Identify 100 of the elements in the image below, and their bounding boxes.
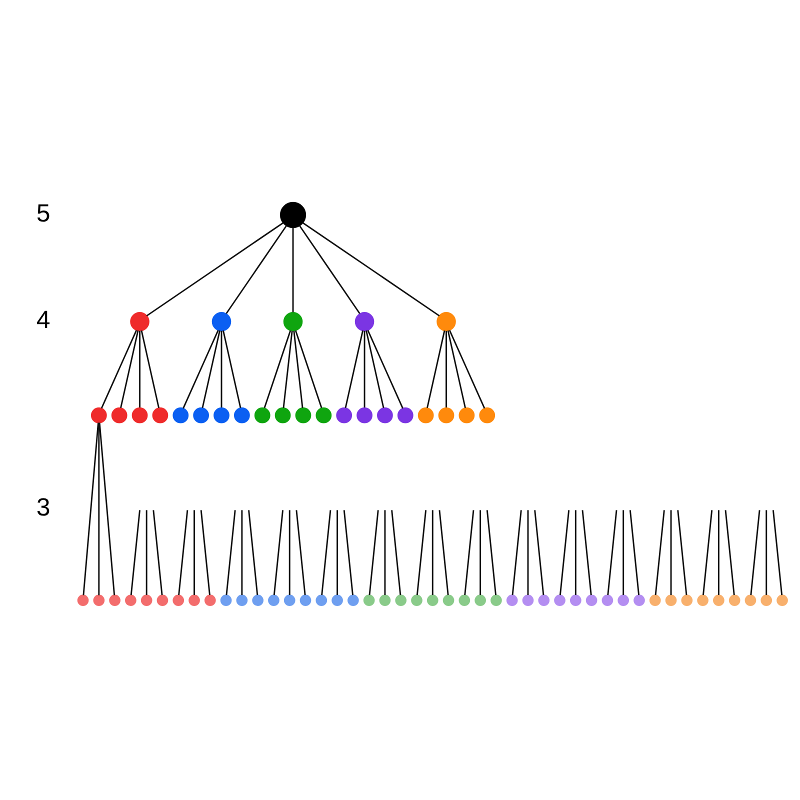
connector bbox=[432, 510, 434, 596]
connector bbox=[293, 330, 304, 408]
node-circle bbox=[77, 594, 89, 606]
node-circle bbox=[490, 594, 502, 606]
connector bbox=[146, 510, 148, 596]
connector bbox=[222, 330, 242, 408]
node-circle bbox=[336, 407, 352, 424]
connector bbox=[629, 510, 640, 596]
connector bbox=[336, 510, 338, 596]
connector bbox=[130, 510, 140, 596]
connector bbox=[670, 510, 672, 596]
node-circle bbox=[681, 594, 693, 606]
node-circle bbox=[188, 594, 200, 606]
connector bbox=[202, 330, 220, 408]
node-circle bbox=[354, 312, 374, 332]
connector bbox=[100, 330, 138, 409]
connector bbox=[302, 222, 440, 316]
connector bbox=[296, 510, 306, 596]
node-circle bbox=[649, 594, 661, 606]
connector bbox=[264, 330, 292, 408]
node-circle bbox=[316, 594, 328, 606]
node-circle bbox=[713, 594, 724, 606]
connector bbox=[194, 510, 195, 596]
node-circle bbox=[474, 594, 486, 606]
node-circle bbox=[268, 594, 280, 606]
connector bbox=[226, 225, 288, 314]
node-circle bbox=[214, 407, 230, 424]
connector bbox=[534, 510, 544, 596]
node-circle bbox=[458, 407, 475, 424]
connector bbox=[702, 510, 713, 596]
connector bbox=[140, 330, 160, 408]
connector bbox=[182, 330, 219, 409]
connector bbox=[559, 510, 570, 596]
node-circle bbox=[418, 407, 434, 424]
node-circle bbox=[602, 594, 614, 606]
node-circle bbox=[156, 594, 168, 606]
node-circle bbox=[618, 594, 630, 606]
node-circle bbox=[274, 407, 291, 424]
connector bbox=[241, 510, 243, 596]
connector bbox=[772, 510, 783, 596]
node-circle bbox=[760, 594, 772, 606]
node-circle bbox=[254, 407, 270, 424]
node-circle bbox=[132, 407, 148, 424]
node-circle bbox=[125, 594, 136, 606]
node-circle bbox=[152, 407, 168, 424]
connector bbox=[152, 510, 163, 596]
node-circle bbox=[280, 202, 306, 228]
node-circle bbox=[252, 594, 264, 606]
node-circle bbox=[442, 594, 454, 606]
node-circle bbox=[697, 594, 708, 606]
connector bbox=[426, 330, 446, 408]
connector bbox=[364, 330, 366, 408]
connector bbox=[438, 510, 449, 596]
node-circle bbox=[193, 407, 210, 424]
connector bbox=[724, 510, 735, 596]
connector bbox=[416, 510, 427, 596]
node-circle bbox=[776, 594, 788, 606]
connector bbox=[750, 510, 760, 596]
label: 5 bbox=[36, 199, 50, 228]
node-circle bbox=[236, 594, 248, 606]
connector bbox=[98, 422, 100, 596]
connector bbox=[367, 330, 404, 409]
node-circle bbox=[363, 594, 375, 606]
connector bbox=[220, 330, 222, 408]
connector bbox=[366, 330, 384, 408]
node-circle bbox=[204, 594, 216, 606]
connector bbox=[718, 510, 720, 596]
connector bbox=[98, 422, 116, 596]
node-circle bbox=[111, 407, 128, 424]
node-circle bbox=[438, 407, 454, 424]
node-circle bbox=[284, 594, 296, 606]
node-circle bbox=[140, 594, 152, 606]
node-circle bbox=[300, 594, 312, 606]
label: 4 bbox=[36, 306, 50, 334]
node-circle bbox=[316, 407, 332, 424]
connector bbox=[178, 510, 188, 596]
node-circle bbox=[634, 594, 645, 606]
node-circle bbox=[283, 312, 303, 332]
node-circle bbox=[172, 407, 189, 424]
node-circle bbox=[426, 594, 438, 606]
node-circle bbox=[436, 312, 456, 332]
node-circle bbox=[458, 594, 470, 606]
connector bbox=[299, 225, 360, 314]
node-circle bbox=[377, 407, 393, 424]
node-circle bbox=[295, 407, 312, 424]
label: 3 bbox=[36, 493, 50, 522]
node-circle bbox=[212, 312, 232, 332]
connector bbox=[480, 510, 482, 596]
connector bbox=[226, 510, 236, 596]
node-circle bbox=[90, 407, 107, 424]
connector bbox=[512, 510, 522, 596]
connector bbox=[248, 510, 258, 596]
node-circle bbox=[397, 407, 414, 424]
connector bbox=[447, 330, 466, 408]
node-circle bbox=[479, 407, 496, 424]
node-circle bbox=[506, 594, 518, 606]
node-circle bbox=[744, 594, 756, 606]
node-circle bbox=[522, 594, 534, 606]
node-circle bbox=[570, 594, 582, 606]
node-circle bbox=[665, 594, 677, 606]
